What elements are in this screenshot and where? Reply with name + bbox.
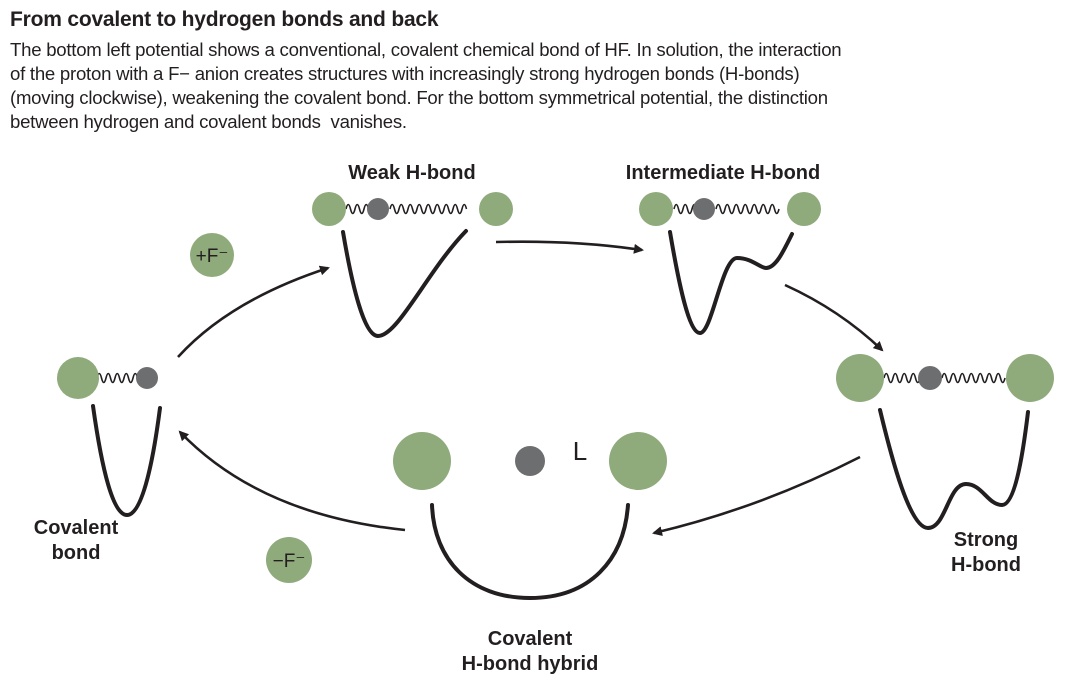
hydrogen-atom — [367, 198, 389, 220]
fluorine-atom — [836, 354, 884, 402]
hybrid-label-line1: Covalent — [488, 628, 573, 650]
potential-well-curve — [430, 503, 630, 601]
caption-line: The bottom left potential shows a conven… — [10, 39, 842, 60]
weak-hbond-label: Weak H-bond — [348, 162, 475, 184]
fluorine-atom — [787, 192, 821, 226]
fluorine-atom — [1006, 354, 1054, 402]
spring — [883, 372, 921, 384]
spring — [96, 372, 139, 384]
add-fluoride-label: +F⁻ — [196, 246, 229, 267]
fluorine-atom — [393, 432, 451, 490]
strong-hbond-label-line1: Strong — [954, 529, 1018, 551]
remove-fluoride-badge: −F⁻ — [266, 537, 312, 583]
covalent-bond-label-line2: bond — [52, 542, 101, 564]
strong-hbond-label-line2: H-bond — [951, 554, 1021, 576]
spring — [673, 203, 698, 215]
potential-well-curve — [91, 404, 162, 518]
potential-well-curve — [878, 408, 1030, 531]
fluorine-atom — [312, 192, 346, 226]
remove-fluoride-label: −F⁻ — [273, 551, 306, 572]
arrow-strong-to-hybrid — [652, 455, 861, 537]
arrow-weak-to-intermediate — [495, 240, 644, 254]
hydrogen-atom — [515, 446, 545, 476]
fluorine-atom — [479, 192, 513, 226]
arrow-intermediate-to-strong — [784, 283, 884, 352]
spring — [715, 203, 780, 215]
ion-circle — [190, 233, 234, 277]
figure-title: From covalent to hydrogen bonds and back — [10, 8, 439, 31]
arrow-hybrid-to-covalent — [178, 430, 406, 532]
intermediate-hbond-state: Intermediate H-bond — [626, 162, 821, 336]
covalent-bond-label-line1: Covalent — [34, 517, 119, 539]
weak-hbond-state: Weak H-bond — [312, 162, 513, 339]
hybrid-bond-state: L Covalent H-bond hybrid — [393, 432, 667, 675]
ion-circle — [266, 537, 312, 583]
cycle-arrows — [177, 240, 884, 537]
hybrid-mark-label: L — [573, 436, 587, 466]
hydrogen-atom — [918, 366, 942, 390]
hydrogen-atom — [136, 367, 158, 389]
caption-line: of the proton with a F− anion creates st… — [10, 63, 800, 84]
strong-hbond-state: Strong H-bond — [836, 354, 1054, 576]
fluorine-atom — [609, 432, 667, 490]
hybrid-label-line2: H-bond hybrid — [462, 653, 599, 675]
hydrogen-atom — [693, 198, 715, 220]
spring — [389, 203, 468, 215]
intermediate-hbond-label: Intermediate H-bond — [626, 162, 820, 184]
covalent-bond-state: Covalent bond — [34, 357, 162, 564]
fluorine-atom — [639, 192, 673, 226]
add-fluoride-badge: +F⁻ — [190, 233, 234, 277]
figure-caption: The bottom left potential shows a conven… — [10, 38, 1070, 134]
caption-line: between hydrogen and covalent bonds vani… — [10, 111, 407, 132]
potential-well-curve — [341, 229, 468, 339]
fluorine-atom — [57, 357, 99, 399]
arrow-covalent-to-weak — [177, 265, 330, 358]
spring — [941, 372, 1006, 384]
potential-well-curve — [668, 230, 794, 336]
caption-line: (moving clockwise), weakening the covale… — [10, 87, 828, 108]
